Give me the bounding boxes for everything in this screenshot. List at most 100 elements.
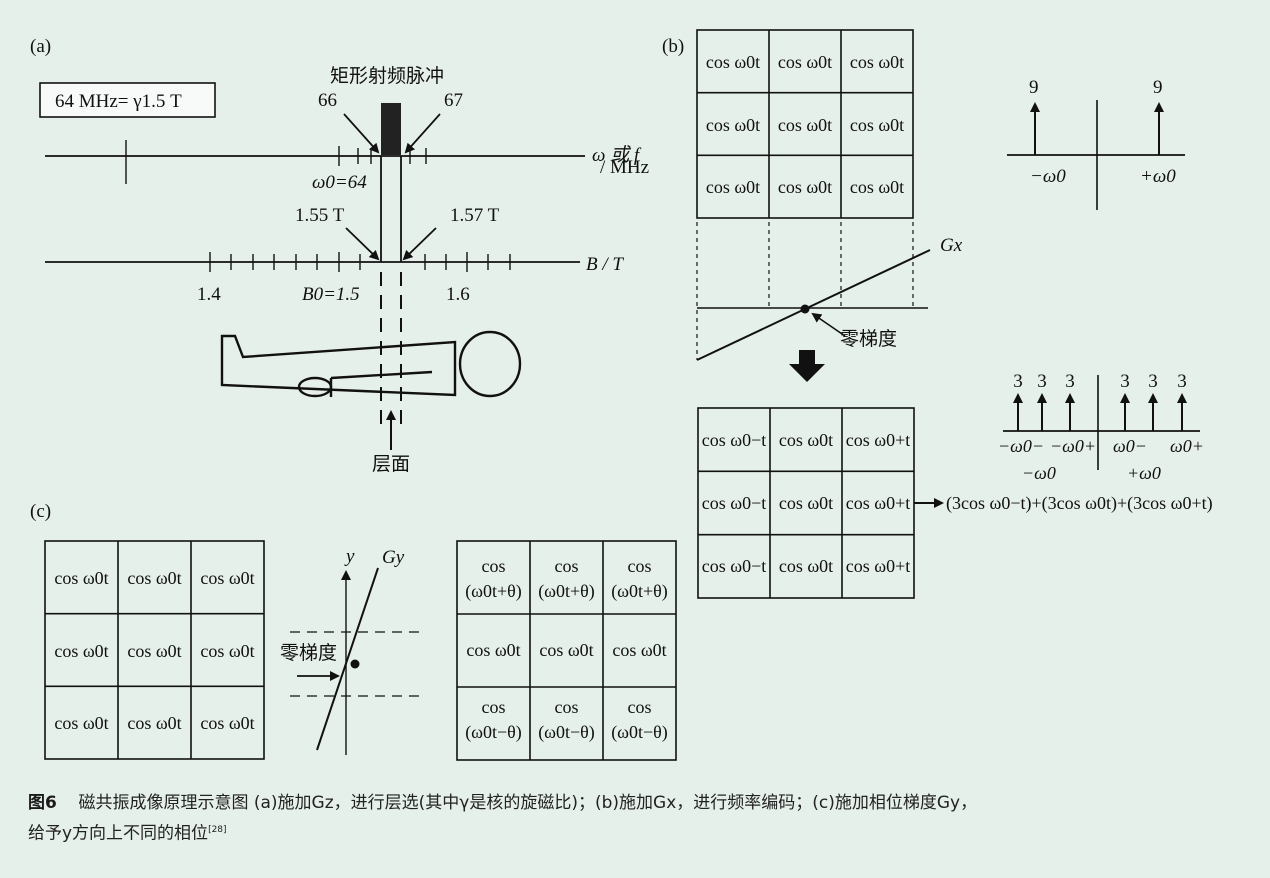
b-spectrum-top: 9 9 −ω0 +ω0 — [1007, 77, 1185, 210]
peak-value-pos: 9 — [1153, 77, 1163, 98]
gy-diagram: y Gy 零梯度 — [280, 546, 420, 755]
peak-value-neg: 9 — [1029, 77, 1039, 98]
c-left-cell-2-0: cos ω0t — [54, 713, 108, 733]
b-bottom-cell-1-2: cos ω0+t — [846, 493, 911, 513]
c-right-top-phase-0: (ω0t+θ) — [465, 581, 522, 602]
bottom-spectrum-peak-value-1: 3 — [1037, 371, 1047, 392]
c-right-mid-cell-2: cos ω0t — [612, 640, 666, 660]
c-right-bottom-cos-1: cos — [555, 697, 579, 717]
c-right-top-cos-2: cos — [628, 556, 652, 576]
mri-principle-figure: (a) 64 MHz= γ1.5 T 矩形射频脉冲 66 67 ω 或 f / … — [0, 0, 1270, 790]
c-left-cell-2-2: cos ω0t — [200, 713, 254, 733]
c-right-top-cos-1: cos — [555, 556, 579, 576]
b-bottom-cell-0-2: cos ω0+t — [846, 430, 911, 450]
bottom-spectrum-peak-value-4: 3 — [1148, 371, 1158, 392]
c-right-bottom-phase-1: (ω0t−θ) — [538, 722, 595, 743]
b-top-cell-1-1: cos ω0t — [778, 115, 832, 135]
c-right-mid-cell-1: cos ω0t — [539, 640, 593, 660]
caption-line-1: 图6 磁共振成像原理示意图 (a)施加Gz，进行层选(其中γ是核的旋磁比)；(b… — [28, 790, 1253, 817]
b-bottom-cell-1-0: cos ω0−t — [702, 493, 767, 513]
gx-label: Gx — [940, 235, 963, 256]
freq-high-label: 67 — [444, 90, 463, 111]
b0-label: B0=1.5 — [302, 284, 360, 305]
b-axis-label: B / T — [586, 254, 624, 275]
c-left-cell-1-2: cos ω0t — [200, 641, 254, 661]
axis-neg-omega0: −ω0 — [1030, 166, 1066, 187]
bottom-spectrum-peak-value-3: 3 — [1120, 371, 1130, 392]
b-zero-gradient-label: 零梯度 — [840, 328, 897, 350]
axis-pos-omega0: +ω0 — [1140, 166, 1176, 187]
b-top-cell-0-0: cos ω0t — [706, 52, 760, 72]
field-high-label: 1.57 T — [450, 205, 500, 226]
c-right-top-phase-1: (ω0t+θ) — [538, 581, 595, 602]
field-low-label: 1.55 T — [295, 205, 345, 226]
field-high-arrow — [404, 228, 436, 259]
b-top-cell-1-0: cos ω0t — [706, 115, 760, 135]
caption-text-1: 磁共振成像原理示意图 (a)施加Gz，进行层选(其中γ是核的旋磁比)；(b)施加… — [78, 793, 977, 813]
c-right-top-cos-0: cos — [482, 556, 506, 576]
gy-zero-point — [351, 660, 360, 669]
c-zero-gradient-label: 零梯度 — [280, 642, 337, 664]
b-top-cell-1-2: cos ω0t — [850, 115, 904, 135]
panel-a-label: (a) — [30, 36, 51, 57]
bottom-spectrum-peak-value-0: 3 — [1013, 371, 1023, 392]
panel-a: (a) 64 MHz= γ1.5 T 矩形射频脉冲 66 67 ω 或 f / … — [30, 36, 649, 475]
gx-zero-point — [801, 305, 810, 314]
slice-label: 层面 — [372, 454, 410, 475]
figure-number: 图6 — [28, 793, 57, 813]
b-tick-left: 1.4 — [197, 284, 221, 305]
larmor-equation: 64 MHz= γ1.5 T — [55, 91, 182, 112]
c-right-bottom-cos-2: cos — [628, 697, 652, 717]
axis-center-pos: +ω0 — [1127, 463, 1161, 483]
b-bottom-cell-2-0: cos ω0−t — [702, 556, 767, 576]
patient-on-table — [222, 332, 520, 397]
freq-low-arrow — [344, 114, 378, 152]
down-arrow-icon — [789, 350, 825, 382]
axis-omega0-plus: ω0+ — [1170, 436, 1204, 456]
freq-high-arrow — [406, 114, 440, 152]
axis-omega0-minus: ω0− — [1113, 436, 1147, 456]
b-bottom-cell-2-2: cos ω0+t — [846, 556, 911, 576]
c-right-mid-cell-0: cos ω0t — [466, 640, 520, 660]
b-top-cell-2-2: cos ω0t — [850, 177, 904, 197]
b-top-cell-0-2: cos ω0t — [850, 52, 904, 72]
c-left-cell-0-1: cos ω0t — [127, 568, 181, 588]
b-bottom-cell-0-0: cos ω0−t — [702, 430, 767, 450]
caption-text-2: 给予y方向上不同的相位 — [28, 824, 208, 844]
panel-c-label: (c) — [30, 501, 51, 522]
c-right-bottom-phase-0: (ω0t−θ) — [465, 722, 522, 743]
c-left-cell-1-0: cos ω0t — [54, 641, 108, 661]
field-low-arrow — [346, 228, 378, 259]
rf-pulse-block — [381, 103, 401, 155]
c-right-top-phase-2: (ω0t+θ) — [611, 581, 668, 602]
sum-expression: (3cos ω0−t)+(3cos ω0t)+(3cos ω0+t) — [946, 493, 1213, 514]
c-left-cell-2-1: cos ω0t — [127, 713, 181, 733]
c-right-bottom-phase-2: (ω0t−θ) — [611, 722, 668, 743]
c-left-cell-0-0: cos ω0t — [54, 568, 108, 588]
b-bottom-cell-1-1: cos ω0t — [779, 493, 833, 513]
bottom-spectrum-peak-value-5: 3 — [1177, 371, 1187, 392]
b-top-cell-2-1: cos ω0t — [778, 177, 832, 197]
b-top-cell-2-0: cos ω0t — [706, 177, 760, 197]
axis-center-neg: −ω0 — [1022, 463, 1056, 483]
c-left-cell-0-2: cos ω0t — [200, 568, 254, 588]
c-right-bottom-cos-0: cos — [482, 697, 506, 717]
axis-neg-omega0-minus: −ω0− — [998, 436, 1044, 456]
caption-line-2: 给予y方向上不同的相位[28] — [28, 817, 1253, 848]
c-left-cell-1-1: cos ω0t — [127, 641, 181, 661]
panel-b-label: (b) — [662, 36, 684, 57]
axis-neg-omega0-plus: −ω0+ — [1050, 436, 1096, 456]
gy-label: Gy — [382, 547, 405, 568]
b-tick-right: 1.6 — [446, 284, 470, 305]
figure-caption: 图6 磁共振成像原理示意图 (a)施加Gz，进行层选(其中γ是核的旋磁比)；(b… — [28, 790, 1253, 848]
b-top-cell-0-1: cos ω0t — [778, 52, 832, 72]
caption-reference: [28] — [208, 825, 226, 835]
omega-axis-unit: / MHz — [600, 157, 649, 178]
omega0-label: ω0=64 — [312, 172, 367, 193]
y-axis-label: y — [344, 546, 355, 567]
bottom-spectrum-peak-value-2: 3 — [1065, 371, 1075, 392]
rf-pulse-label: 矩形射频脉冲 — [330, 65, 444, 87]
b-bottom-cell-2-1: cos ω0t — [779, 556, 833, 576]
